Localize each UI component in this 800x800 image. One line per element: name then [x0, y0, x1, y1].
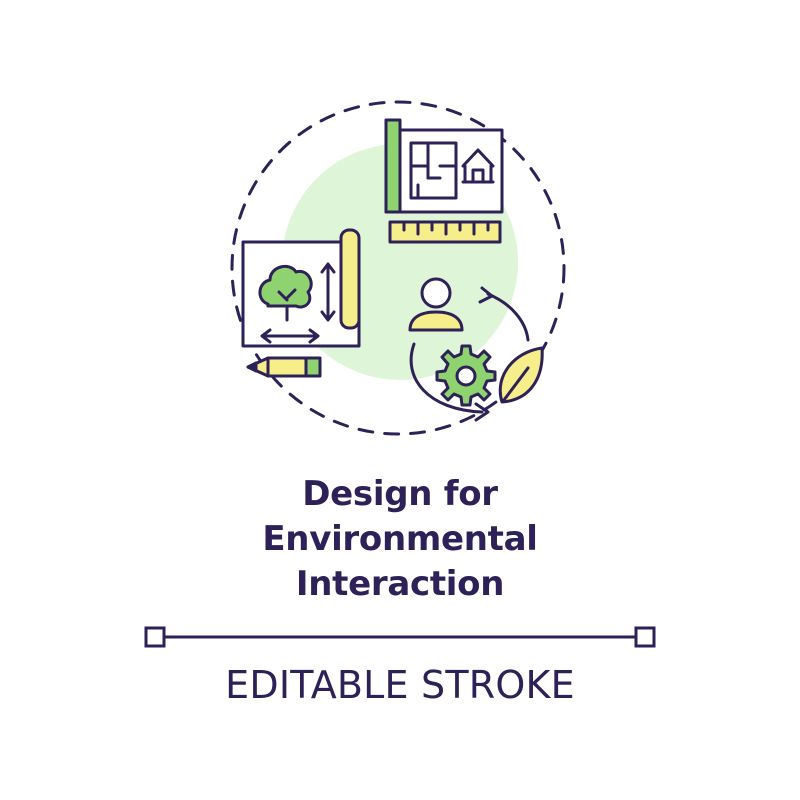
divider-left-handle: [144, 626, 166, 648]
title-line-2: Environmental: [262, 519, 538, 559]
dashed-ring: [230, 100, 566, 436]
gear-icon: [435, 344, 497, 407]
ruler-icon: [388, 220, 502, 244]
floor-plan-and-house-icon: [384, 118, 504, 214]
title-line-3: Interaction: [295, 564, 505, 604]
user-icon: [408, 277, 464, 332]
cycle-arrows-icon: [409, 286, 530, 422]
concept-icon-illustration: [230, 100, 566, 436]
tree-landscape-plan-icon: [241, 228, 361, 348]
title-line-1: Design for: [302, 474, 498, 514]
editable-stroke-label: EDITABLE STROKE: [225, 663, 575, 707]
divider-right-handle: [634, 626, 656, 648]
concept-title: Design for Environmental Interaction: [0, 472, 800, 607]
pencil-icon: [246, 356, 322, 378]
leaf-icon: [498, 346, 544, 404]
editable-stroke-divider: [144, 626, 656, 648]
